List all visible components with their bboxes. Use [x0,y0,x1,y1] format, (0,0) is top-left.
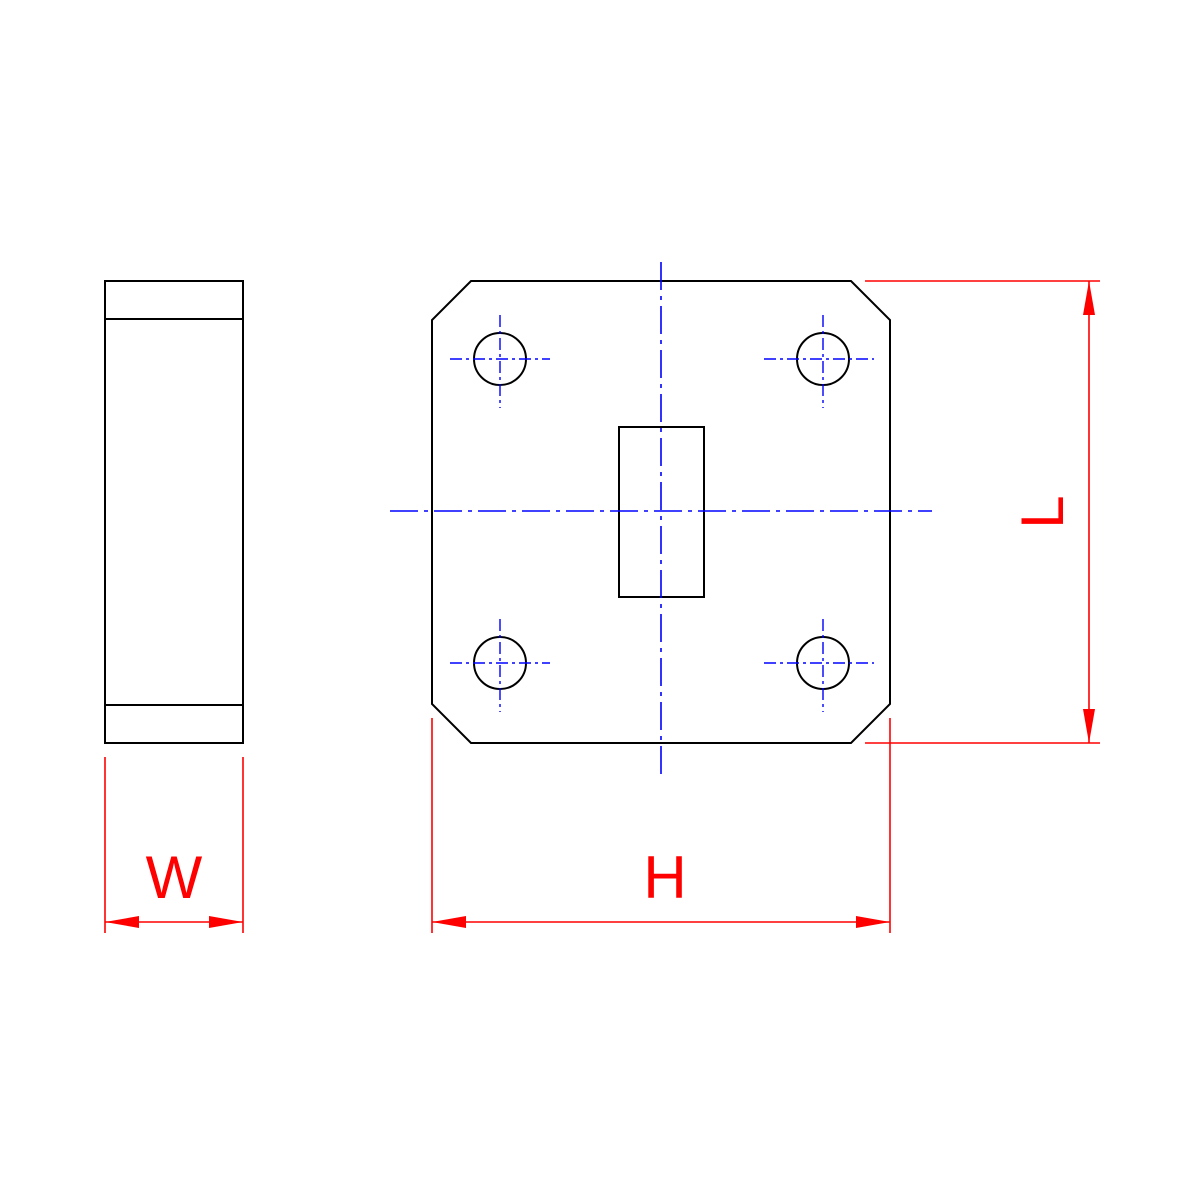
center-lines [390,262,932,775]
width-label: W [146,844,203,911]
height-arrow-left [432,916,466,928]
height-label: H [643,844,686,911]
dimension-width: W [104,757,244,933]
side-view [104,280,244,744]
height-arrow-right [856,916,890,928]
side-view-body [104,280,244,744]
flange-plate-outline [431,280,891,744]
width-arrow-right [209,916,243,928]
length-arrow-bottom [1083,709,1095,743]
length-label: L [1009,495,1076,528]
dimension-length: L [865,280,1100,744]
width-arrow-left [105,916,139,928]
length-arrow-top [1083,281,1095,315]
dimension-height: H [431,718,891,933]
